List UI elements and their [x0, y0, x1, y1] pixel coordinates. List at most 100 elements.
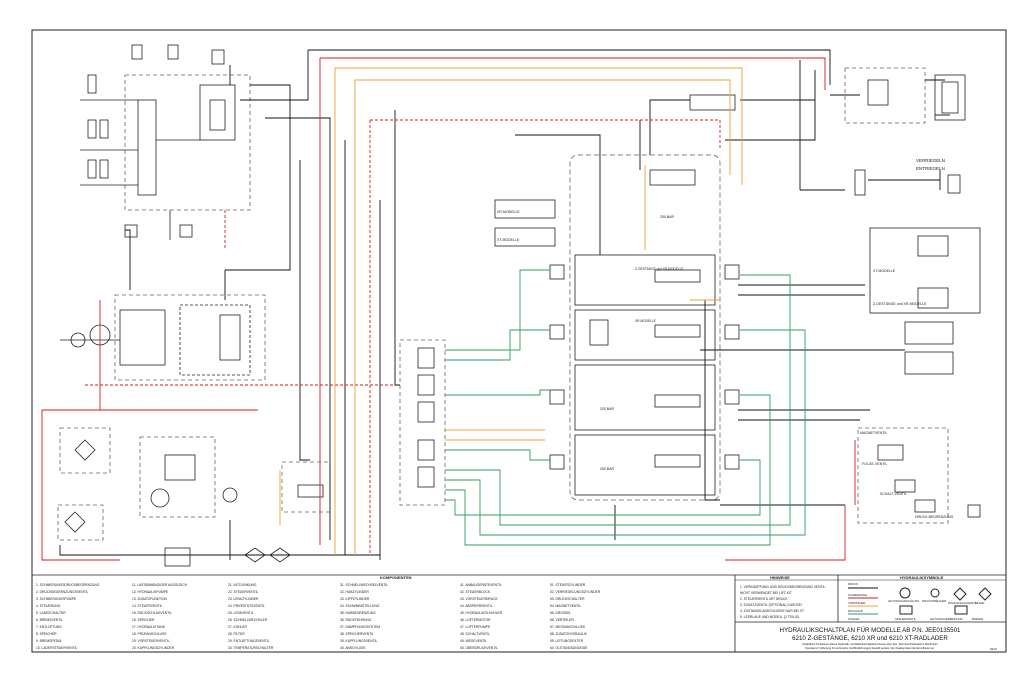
component-item: 11. LASTABHÄNGIGER AUSGLEICH	[132, 583, 188, 587]
filter-group	[57, 427, 331, 567]
return-lines	[445, 269, 806, 546]
component-item: 4. STEUERUNG	[36, 604, 61, 608]
component-item: 31. SCHNELLWECHSELVENTIL	[340, 583, 388, 587]
components-col5: 41. ANBAUGERÄTEVENTIL 42. STEUERBLOCK 43…	[460, 583, 503, 650]
symbol-label: FILTER	[975, 601, 984, 605]
component-item: 25. LENKVENTIL	[228, 611, 254, 615]
component-item: 41. ANBAUGERÄTEVENTIL	[460, 583, 502, 587]
component-item: 32. HUBZYLINDER	[340, 590, 369, 594]
component-item: 28. FILTER	[228, 632, 245, 636]
component-item: 47. LÜFTERPUMPE	[460, 625, 491, 629]
component-item: 35. HUBBEGRENZUNG	[340, 611, 376, 615]
component-item: 14. STEUERVENTIL	[132, 604, 163, 608]
sheet-border	[31, 29, 1007, 653]
component-item: 22. STEUERVENTIL	[228, 590, 259, 594]
component-item: 13. ZUSATZFUNKTION	[132, 597, 168, 601]
header-symbols: HYDRAULIKSYMBOLE	[900, 575, 944, 580]
label-modell-b: XR-MODELLE	[635, 319, 656, 323]
component-item: 52. VERRIEGELUNGSZYLINDER	[550, 590, 601, 594]
hints-list: 1. VERKNÜPFUNG UND DRUCKBEGRENZUNG VENTI…	[740, 585, 826, 619]
hint-item: 3. ZUSATZVENTIL (OPTIONAL) NUR BEI	[740, 603, 802, 607]
component-item: 44. ABSPERRVENTIL	[460, 604, 493, 608]
label-bar-260: 260 BAR	[600, 467, 614, 471]
component-item: 54. MAGNETVENTIL	[550, 604, 581, 608]
symbol-label: STEUERVENTIL	[895, 617, 917, 621]
label-magnetventil: MAGNETVENTIL	[860, 431, 887, 435]
lube-lines-dashed	[85, 119, 721, 555]
loader-control-valve	[399, 339, 446, 506]
hint-item: 2. STEUERVENTIL MIT DRUCK	[740, 597, 788, 601]
label-folge-ventil: FOLGE-VENTIL	[862, 462, 887, 466]
diagram-labels: VERRIEGELN ENTRIEGELN XT-MODELLE Z-GESTÄ…	[497, 158, 954, 519]
component-item: 55. DROSSEL	[550, 611, 571, 615]
component-item: 19. VORSTEUERVENTIL	[132, 639, 170, 643]
label-xt-modelle: XT-MODELLE	[873, 269, 896, 273]
component-item: 30. TEMPERATURSCHALTER	[228, 646, 274, 650]
component-item: 27. KÜHLER	[228, 625, 247, 629]
components-col1: 1. SCHMIERUNGSDRUCKBEGRENZUNG 2. DRUCKBE…	[36, 583, 100, 650]
cylinder-group	[869, 227, 981, 375]
legend-headers: KOMPONENTEN HINWEISE HYDRAULIKSYMBOLE	[380, 575, 944, 580]
symbol-label: BLENDE	[972, 617, 983, 621]
label-z-gestaenge-b: Z-GESTÄNGE und XR-MODELLE	[635, 267, 684, 271]
component-item: 50. ÜBERDRUCKVENTIL	[460, 646, 498, 650]
component-item: 33. KIPPZYLINDER	[340, 597, 370, 601]
symbol-label: VORSTEUER	[848, 601, 865, 605]
sequence-valve-group	[857, 427, 981, 524]
component-item: 40. ANSCHLUSS	[340, 646, 366, 650]
main-valve-bank	[494, 154, 740, 501]
pressure-lines	[59, 49, 950, 560]
symbol-label: SCHMIERUNG	[848, 593, 867, 597]
component-item: 3. SCHMIERUNGSPUMPE	[36, 597, 77, 601]
component-item: 9. BREMSPEDAL	[36, 639, 62, 643]
hint-item: 4. ZUSTANDS-ANSCHLÜSSE NUR BEI XT	[740, 609, 804, 613]
pilot-lines	[279, 67, 743, 555]
title-line1: HYDRAULIKSCHALTPLAN FÜR MODELLE AB P.N. …	[780, 627, 962, 634]
component-item: 59. LEITUNGSFILTER	[550, 639, 584, 643]
component-item: 16. SPEICHER	[132, 618, 155, 622]
component-item: 51. STEUERZYLINDER	[550, 583, 586, 587]
hint-item: 1. VERKNÜPFUNG UND DRUCKBEGRENZUNG VENTI…	[740, 585, 826, 589]
symbols-list: DRUCK SCHMIERUNG VORSTEUER RÜCKLAUF LEIT…	[848, 582, 984, 621]
component-item: 37. DÄMPFUNGSSYSTEM	[340, 625, 380, 629]
component-item: 34. SCHWIMMSTELLUNG	[340, 604, 380, 608]
component-item: 42. STEUERBLOCK	[460, 590, 491, 594]
lube-lines	[41, 57, 856, 561]
legend-block	[32, 574, 1006, 652]
symbol-samples	[848, 587, 992, 615]
component-item: 45. HYDRAULIKÖLKÜHLER	[460, 611, 503, 615]
component-item: 36. RÜCKFÜHRUNG	[340, 618, 372, 622]
component-item: 15. RÜCKSCHLAGVENTIL	[132, 611, 172, 615]
component-item: 24. PRIORITÄTSVENTIL	[228, 604, 265, 608]
component-item: 7. ENTLÜFTUNG	[36, 625, 62, 629]
component-item: 48. SCHALTVENTIL	[460, 632, 490, 636]
component-item: 46. LÜFTERMOTOR	[460, 618, 491, 622]
pump-priority-group	[60, 294, 266, 381]
component-item: 49. WEGEVENTIL	[460, 639, 487, 643]
hint-item: NICHT VERWENDET BEI LIFT-KIT	[740, 591, 792, 595]
component-item: 57. MESSANSCHLUSS	[550, 625, 586, 629]
component-item: 20. KUPPLUNGSZYLINDER	[132, 646, 175, 650]
component-item: 1. SCHMIERUNGSDRUCKBEGRENZUNG	[36, 583, 100, 587]
components-col2: 11. LASTABHÄNGIGER AUSGLEICH 12. HYDRAUL…	[132, 583, 188, 650]
header-hints: HINWEISE	[770, 575, 790, 580]
label-druck-begrenzung: DRUCK-BEGRENZUNG	[915, 515, 954, 519]
brake-valve-group	[80, 44, 251, 240]
title-note1: Zusätzliche Funktionen dieses Hydraulik-…	[802, 642, 938, 646]
component-item: 21. NOTLENKUNG	[228, 583, 257, 587]
symbol-label: DRUCKSPEICHER	[922, 599, 946, 603]
component-item: 17. HYDRAULIKTANK	[132, 625, 166, 629]
symbol-label: KÜHLER	[848, 617, 859, 621]
component-item: 38. SPEICHERVENTIL	[340, 632, 374, 636]
symbol-label: LEITUNGSVERBINDUNG	[930, 617, 963, 621]
label-xt-modelle-a: XT-MODELLE	[497, 238, 520, 242]
symbol-label: LEITUNGSANSCHLUSS	[888, 599, 919, 603]
symbol-label: RÜCKLAUF	[848, 609, 863, 613]
symbol-label: DRUCK	[848, 582, 858, 586]
component-item: 23. LENKZYLINDER	[228, 597, 259, 601]
title-note2: Operations" (Abteilung für technische Ve…	[805, 646, 935, 650]
component-item: 39. KUPPLUNGSVENTIL	[340, 639, 378, 643]
label-xr-modelle-a: XR-MODELLE	[497, 210, 520, 214]
label-schalt-ventil: SCHALT-VENTIL	[880, 492, 907, 496]
components-col6: 51. STEUERZYLINDER 52. VERRIEGELUNGSZYLI…	[550, 583, 601, 650]
